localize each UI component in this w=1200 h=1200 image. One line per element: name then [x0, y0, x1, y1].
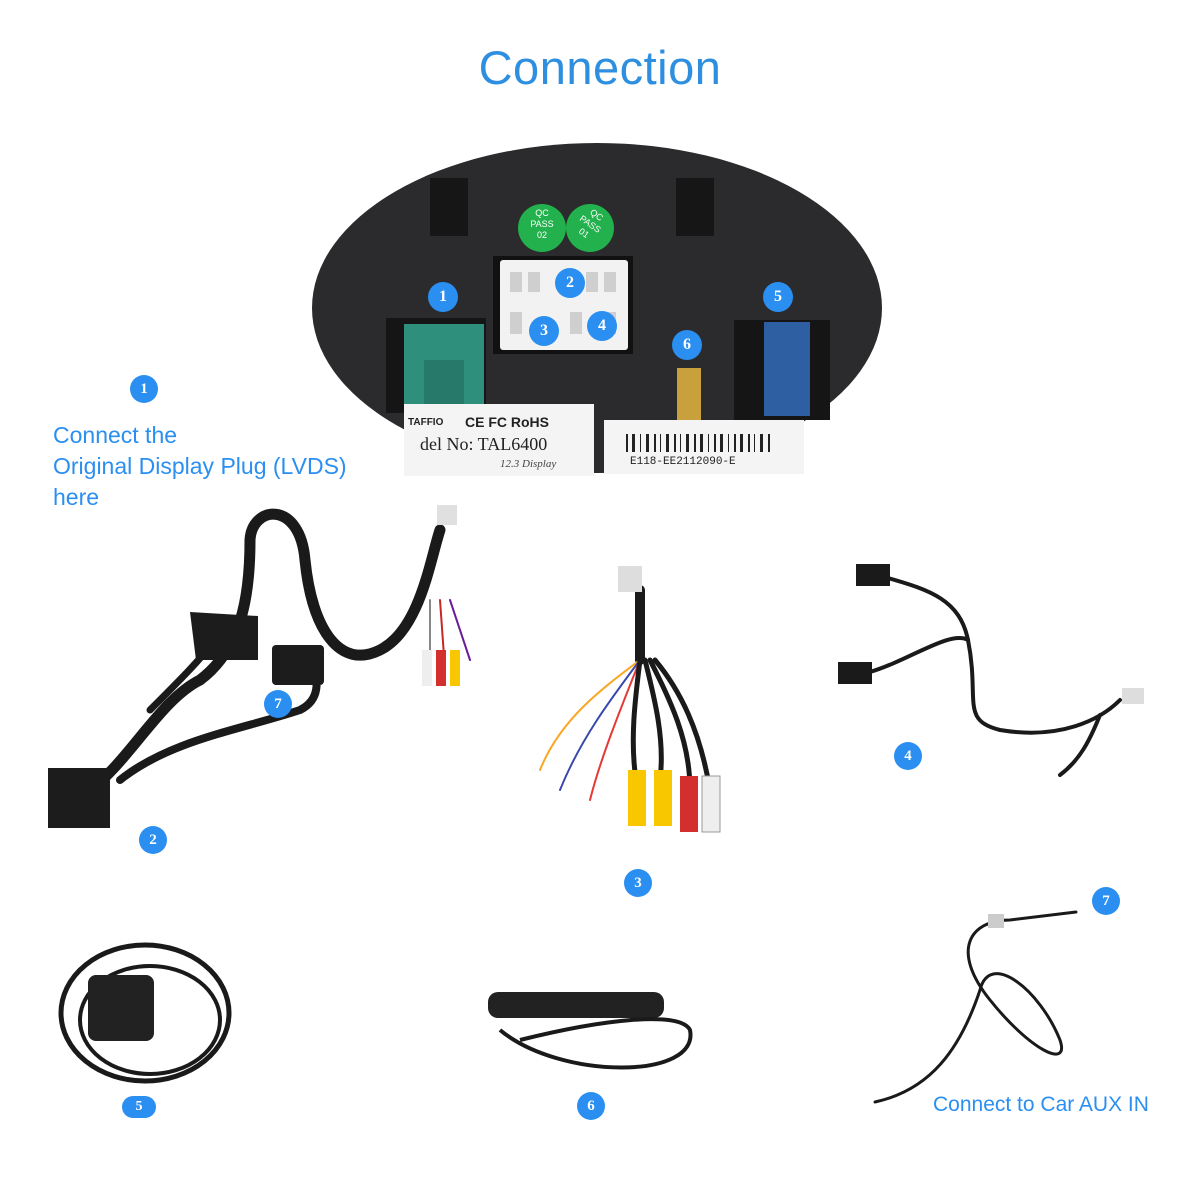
- lvds-note-line3: here: [53, 484, 100, 510]
- harness-plug-top: [190, 612, 258, 660]
- item-badge-4: 4: [894, 742, 922, 770]
- port-badge-4: 4: [587, 311, 617, 341]
- qc-sticker-1-text: QC PASS 02: [530, 208, 554, 240]
- fakra-connector-blue: [764, 322, 810, 416]
- fm-antenna: [488, 992, 693, 1070]
- item-badge-7-harness: 7: [264, 690, 292, 718]
- usb-cable-connector: [1122, 688, 1144, 704]
- item-badge-7-aux: 7: [1092, 887, 1120, 915]
- rca-yellow-plug: [450, 650, 460, 686]
- aux-cable-tag: [988, 914, 1004, 928]
- harness-plug-quadlock: [48, 768, 110, 828]
- label-marks: CE FC RoHS: [465, 414, 549, 430]
- harness-mini-connector: [437, 505, 457, 525]
- item-badge-6: 6: [577, 1092, 605, 1120]
- rca-red-audio: [680, 776, 698, 832]
- label-sub: 12.3 Display: [500, 458, 557, 470]
- usb-plug-a: [856, 564, 890, 586]
- harness-box: [272, 645, 324, 685]
- lvds-note: Connect the Original Display Plug (LVDS)…: [53, 420, 347, 513]
- port-badge-3: 3: [529, 316, 559, 346]
- aux-note: Connect to Car AUX IN: [933, 1093, 1149, 1116]
- sma-antenna-port: [677, 368, 701, 424]
- page-title: Connection: [478, 41, 722, 94]
- model-label: [404, 404, 594, 476]
- label-model: del No: TAL6400: [420, 434, 548, 454]
- head-unit-back-panel: [312, 143, 882, 476]
- usb-y-cable: [868, 576, 1122, 777]
- port-badge-1: 1: [428, 282, 458, 312]
- item-badge-5: 5: [122, 1096, 156, 1118]
- qc-pass-sticker-1: [518, 204, 566, 252]
- rca-red-plug: [436, 650, 446, 686]
- barcode-text: E118-EE2112090-E: [630, 456, 736, 468]
- lvds-note-line1: Connect the: [53, 422, 178, 448]
- rca-cable-connector: [618, 566, 642, 592]
- qc-pass-sticker-2: [566, 204, 614, 252]
- usb-plug-b: [838, 662, 872, 684]
- port-badge-2: 2: [555, 268, 585, 298]
- port-badge-6: 6: [672, 330, 702, 360]
- rca-yellow-video-1: [628, 770, 646, 826]
- item-badge-1: 1: [130, 375, 158, 403]
- rca-yellow-video-2: [654, 770, 672, 826]
- rca-breakout-cable: [539, 585, 713, 801]
- rca-white-audio: [701, 775, 721, 833]
- rca-white-plug: [422, 650, 432, 686]
- item-badge-2: 2: [139, 826, 167, 854]
- gps-antenna: [58, 942, 232, 1084]
- label-brand: TAFFIO: [408, 417, 444, 428]
- lvds-note-line2: Original Display Plug (LVDS): [53, 453, 347, 479]
- item-badge-3: 3: [624, 869, 652, 897]
- barcode-label: [604, 420, 804, 474]
- aux-audio-cable: [873, 910, 1078, 1104]
- port-badge-5: 5: [763, 282, 793, 312]
